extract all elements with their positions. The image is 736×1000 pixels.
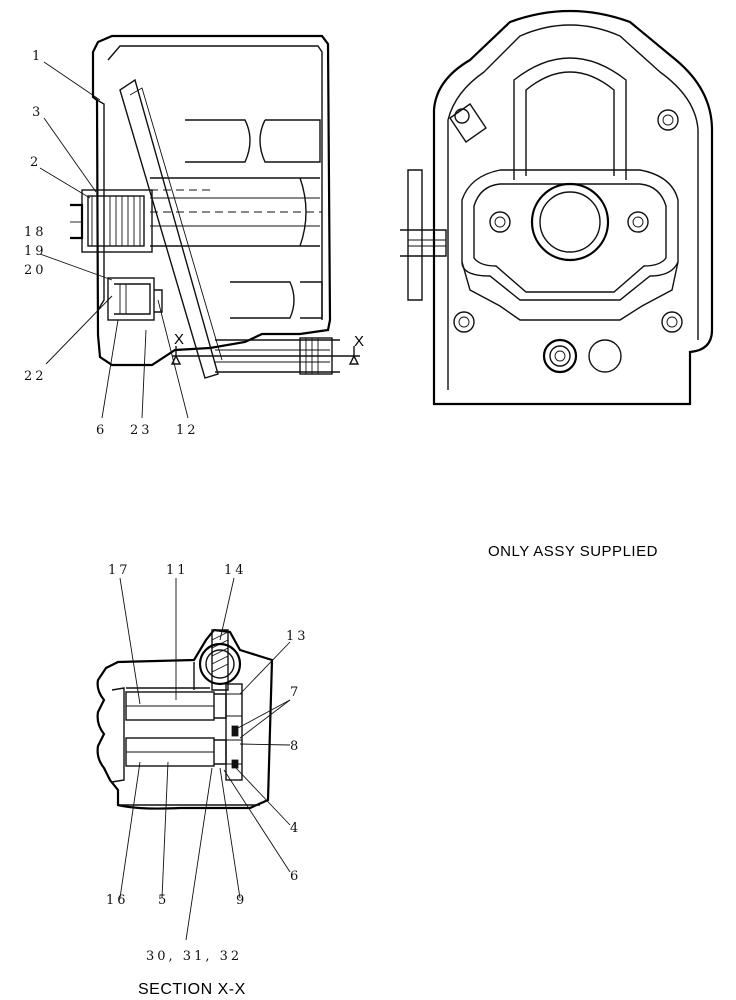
callout-2: 2: [30, 155, 41, 170]
section-mark-left: X: [174, 331, 185, 348]
callout-6-top: 6: [96, 423, 107, 438]
section-title: SECTION X-X: [138, 981, 246, 998]
side-view-callouts: 1 3 2 18 19 20 22 6 23 12: [24, 49, 199, 438]
note-only-assy-supplied: ONLY ASSY SUPPLIED: [488, 543, 658, 560]
callout-1: 1: [32, 49, 43, 64]
callout-13: 13: [286, 629, 309, 644]
section-view-leaders: [119, 577, 291, 941]
callout-30-31-32: 30, 31, 32: [146, 949, 242, 964]
callout-4: 4: [290, 821, 301, 836]
side-section-view: [70, 34, 360, 379]
front-view: [400, 9, 714, 406]
callout-8: 8: [290, 739, 301, 754]
callout-6-bottom: 6: [290, 869, 301, 884]
section-xx-view: [96, 628, 274, 810]
callout-18: 18: [24, 225, 47, 240]
section-mark-right: X: [354, 333, 365, 350]
callout-3: 3: [32, 105, 43, 120]
side-view-leaders: [39, 61, 189, 419]
callout-23: 23: [130, 423, 153, 438]
callout-9: 9: [236, 893, 247, 908]
callout-5: 5: [158, 893, 169, 908]
callout-20: 20: [24, 263, 47, 278]
callout-12: 12: [176, 423, 199, 438]
callout-16: 16: [106, 893, 129, 908]
callout-22: 22: [24, 369, 47, 384]
callout-19: 19: [24, 244, 47, 259]
callout-11: 11: [166, 563, 189, 578]
callout-14: 14: [224, 563, 247, 578]
callout-17: 17: [108, 563, 131, 578]
callout-7: 7: [290, 685, 301, 700]
section-view-callouts: 17 11 14 13 7 8 4 6 16 5 9 30, 31, 32: [106, 563, 309, 964]
